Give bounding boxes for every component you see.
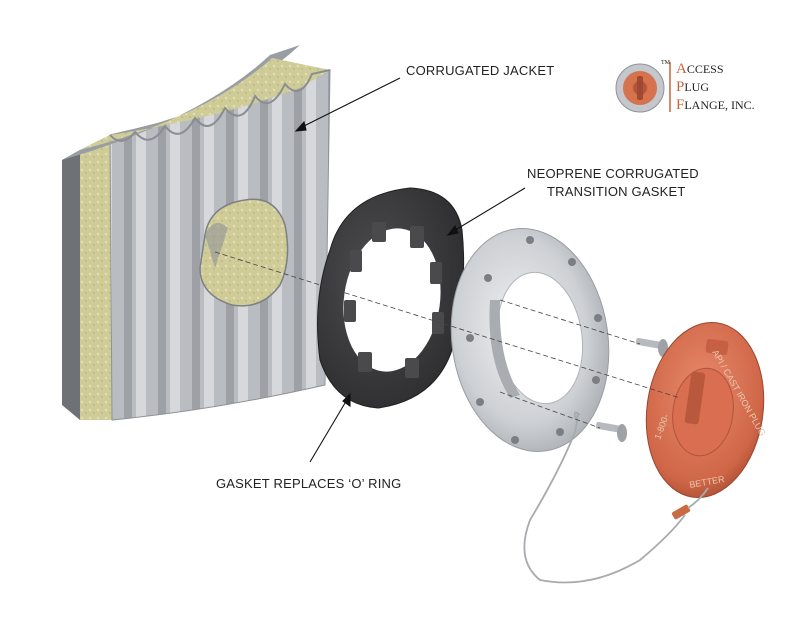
lanyard-crimp [671, 504, 691, 520]
label-neoprene-gasket-line1: NEOPRENE CORRUGATED [527, 166, 699, 181]
svg-text:PLUG: PLUG [676, 79, 709, 95]
logo-line2-cap: P [676, 79, 684, 95]
logo-tm: TM [661, 60, 671, 66]
corrugated-jacket [62, 45, 331, 421]
steel-flange [450, 228, 610, 452]
orange-access-plug: API / CAST IRON PLUG 1-800- BETTER [645, 321, 768, 499]
logo-line1-cap: A [676, 61, 687, 77]
flange-bolt-holes [466, 236, 602, 444]
assembly-centerlines [214, 251, 681, 429]
logo-emblem [615, 63, 665, 113]
label-corrugated-jacket: CORRUGATED JACKET [406, 63, 554, 78]
svg-text:FLANGE, INC.: FLANGE, INC. [676, 97, 755, 113]
logo-line1-rest: CCESS [687, 62, 724, 76]
logo-line3-rest: LANGE, INC. [684, 98, 754, 112]
neoprene-gasket [317, 187, 465, 409]
lanyard-cable [523, 411, 709, 584]
logo-line2-rest: LUG [684, 80, 709, 94]
callout-leaders [294, 77, 526, 463]
logo-line3-cap: F [676, 97, 684, 113]
screw-lower [595, 421, 627, 442]
label-neoprene-gasket-line2: TRANSITION GASKET [547, 184, 685, 199]
screw-upper [635, 337, 668, 357]
company-logo: TM ACCESS PLUG FLANGE, INC. [615, 60, 755, 113]
label-gasket-replaces-oring: GASKET REPLACES ‘O’ RING [216, 476, 401, 491]
svg-text:ACCESS: ACCESS [676, 61, 724, 77]
